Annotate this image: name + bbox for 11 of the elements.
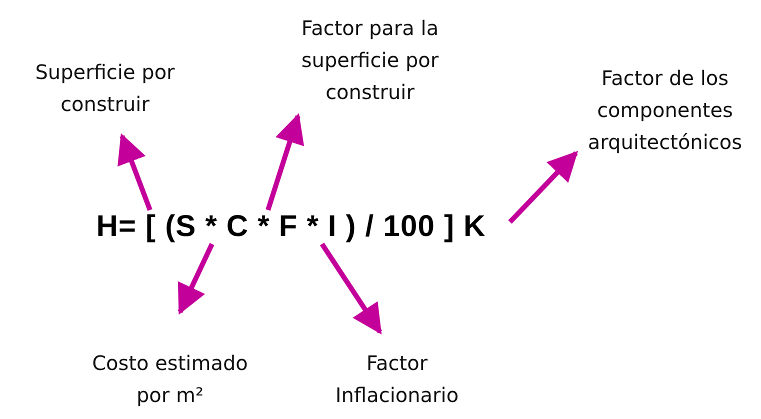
arrow	[508, 150, 578, 224]
callout-label: Factor para la superficie por construir	[300, 15, 440, 106]
callout-label: Factor Inflacionario	[334, 350, 460, 409]
arrow	[178, 242, 214, 315]
arrow	[320, 242, 382, 334]
callout-label: Factor de los componentes arquitectónicos	[586, 65, 744, 156]
arrow	[266, 113, 304, 211]
formula-text: H= [ (S * C * F * I ) / 100 ] K	[96, 210, 486, 244]
callout-label: Costo estimado por m²	[91, 350, 249, 409]
arrow	[118, 133, 152, 211]
callout-label: Superficie por construir	[34, 59, 176, 118]
